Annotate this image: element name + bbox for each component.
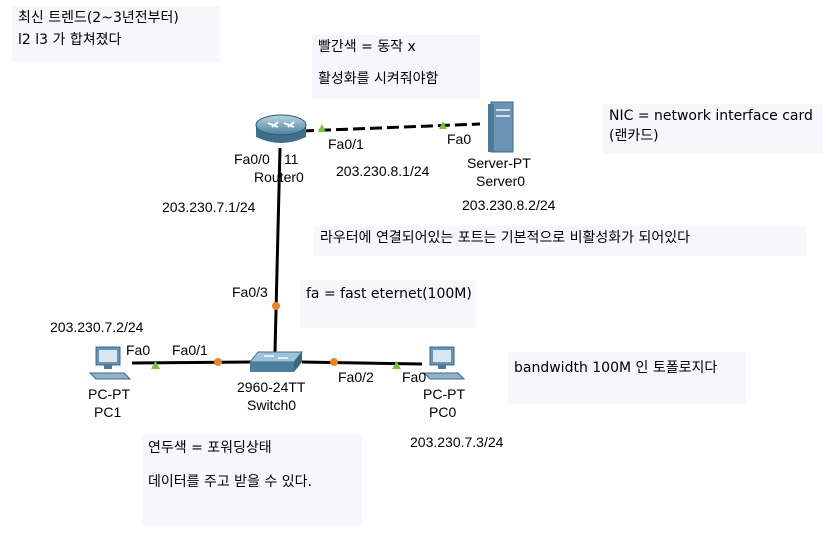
server-name-label: Server0 bbox=[476, 173, 526, 189]
status-up-marker bbox=[392, 361, 401, 369]
note-topleft: 최신 트렌드(2~3년전부터) l2 l3 가 합쳐졌다 bbox=[12, 6, 220, 62]
note-nic: NIC = network interface card (랜카드) bbox=[603, 104, 823, 154]
router-port-top-label: Fa0/0 bbox=[234, 151, 270, 167]
note-line: bandwidth 100M 인 토폴로지다 bbox=[514, 360, 718, 376]
router-name-label: Router0 bbox=[254, 169, 304, 185]
pc0-name-label: PC0 bbox=[429, 404, 457, 420]
status-up-marker bbox=[151, 361, 160, 369]
note-line: 라우터에 연결되어있는 포트는 기본적으로 비활성화가 되어있다 bbox=[320, 230, 691, 246]
note-line: l2 l3 가 합쳐졌다 bbox=[18, 32, 122, 49]
pc0-port-label: Fa0 bbox=[402, 369, 427, 385]
server-type-label: Server-PT bbox=[467, 155, 531, 171]
server-port-label: Fa0 bbox=[447, 131, 472, 147]
pc1-ip-label: 203.230.7.2/24 bbox=[50, 319, 144, 335]
note-orange-color: 연두색 = 포워딩상태 데이터를 주고 받을 수 있다. bbox=[142, 434, 362, 526]
pc0-icon[interactable] bbox=[422, 345, 466, 385]
router-fa01-ip-label: 203.230.8.1/24 bbox=[336, 163, 430, 179]
switch-fa03-label: Fa0/3 bbox=[232, 284, 268, 300]
note-red-color: 빨간색 = 동작 x 활성화를 시켜줘야함 bbox=[312, 35, 480, 99]
status-up-marker bbox=[439, 121, 447, 129]
link-switch-pc0[interactable] bbox=[301, 360, 423, 366]
router-fa01-label: Fa0/1 bbox=[328, 136, 364, 152]
note-router-ports: 라우터에 연결되어있는 포트는 기본적으로 비활성화가 되어있다 bbox=[314, 226, 806, 256]
note-line: 빨간색 = 동작 x bbox=[318, 39, 416, 55]
pc1-name-label: PC1 bbox=[94, 404, 122, 420]
note-line: 활성화를 시켜줘야함 bbox=[318, 71, 439, 88]
switch-type-label: 2960-24TT bbox=[237, 379, 306, 395]
switch-fa01-label: Fa0/1 bbox=[172, 342, 208, 358]
link-switch-pc1[interactable] bbox=[131, 360, 253, 365]
status-fwd-marker bbox=[214, 358, 222, 366]
status-fwd-marker bbox=[272, 302, 280, 310]
server-ip-label: 203.230.8.2/24 bbox=[462, 197, 556, 213]
status-up-marker bbox=[318, 124, 326, 132]
pc0-type-label: PC-PT bbox=[423, 386, 465, 402]
switch-name-label: Switch0 bbox=[247, 397, 297, 413]
link-router-server[interactable] bbox=[301, 122, 481, 133]
pc1-port-label: Fa0 bbox=[126, 342, 151, 358]
switch-icon[interactable] bbox=[248, 350, 304, 374]
note-line: 최신 트렌드(2~3년전부터) bbox=[18, 10, 179, 26]
router-icon[interactable] bbox=[254, 113, 308, 149]
note-line: NIC = network interface card bbox=[609, 108, 813, 124]
switch-fa02-label: Fa0/2 bbox=[338, 369, 374, 385]
note-fa: fa = fast eternet(100M) bbox=[300, 280, 476, 328]
server-icon[interactable] bbox=[487, 100, 517, 154]
pc1-icon[interactable] bbox=[88, 345, 132, 385]
note-line: 연두색 = 포워딩상태 bbox=[148, 440, 272, 456]
note-bandwidth: bandwidth 100M 인 토폴로지다 bbox=[508, 352, 746, 404]
note-line: 데이터를 주고 받을 수 있다. bbox=[148, 474, 312, 491]
link-router-switch[interactable] bbox=[273, 147, 282, 353]
note-line: (랜카드) bbox=[609, 128, 659, 145]
pc1-type-label: PC-PT bbox=[88, 386, 130, 402]
note-line: fa = fast eternet(100M) bbox=[306, 286, 472, 302]
router-port-suffix-label: 11 bbox=[284, 151, 299, 167]
pc0-ip-label: 203.230.7.3/24 bbox=[410, 434, 504, 450]
router-fa00-ip-label: 203.230.7.1/24 bbox=[162, 199, 256, 215]
status-fwd-marker bbox=[330, 358, 338, 366]
